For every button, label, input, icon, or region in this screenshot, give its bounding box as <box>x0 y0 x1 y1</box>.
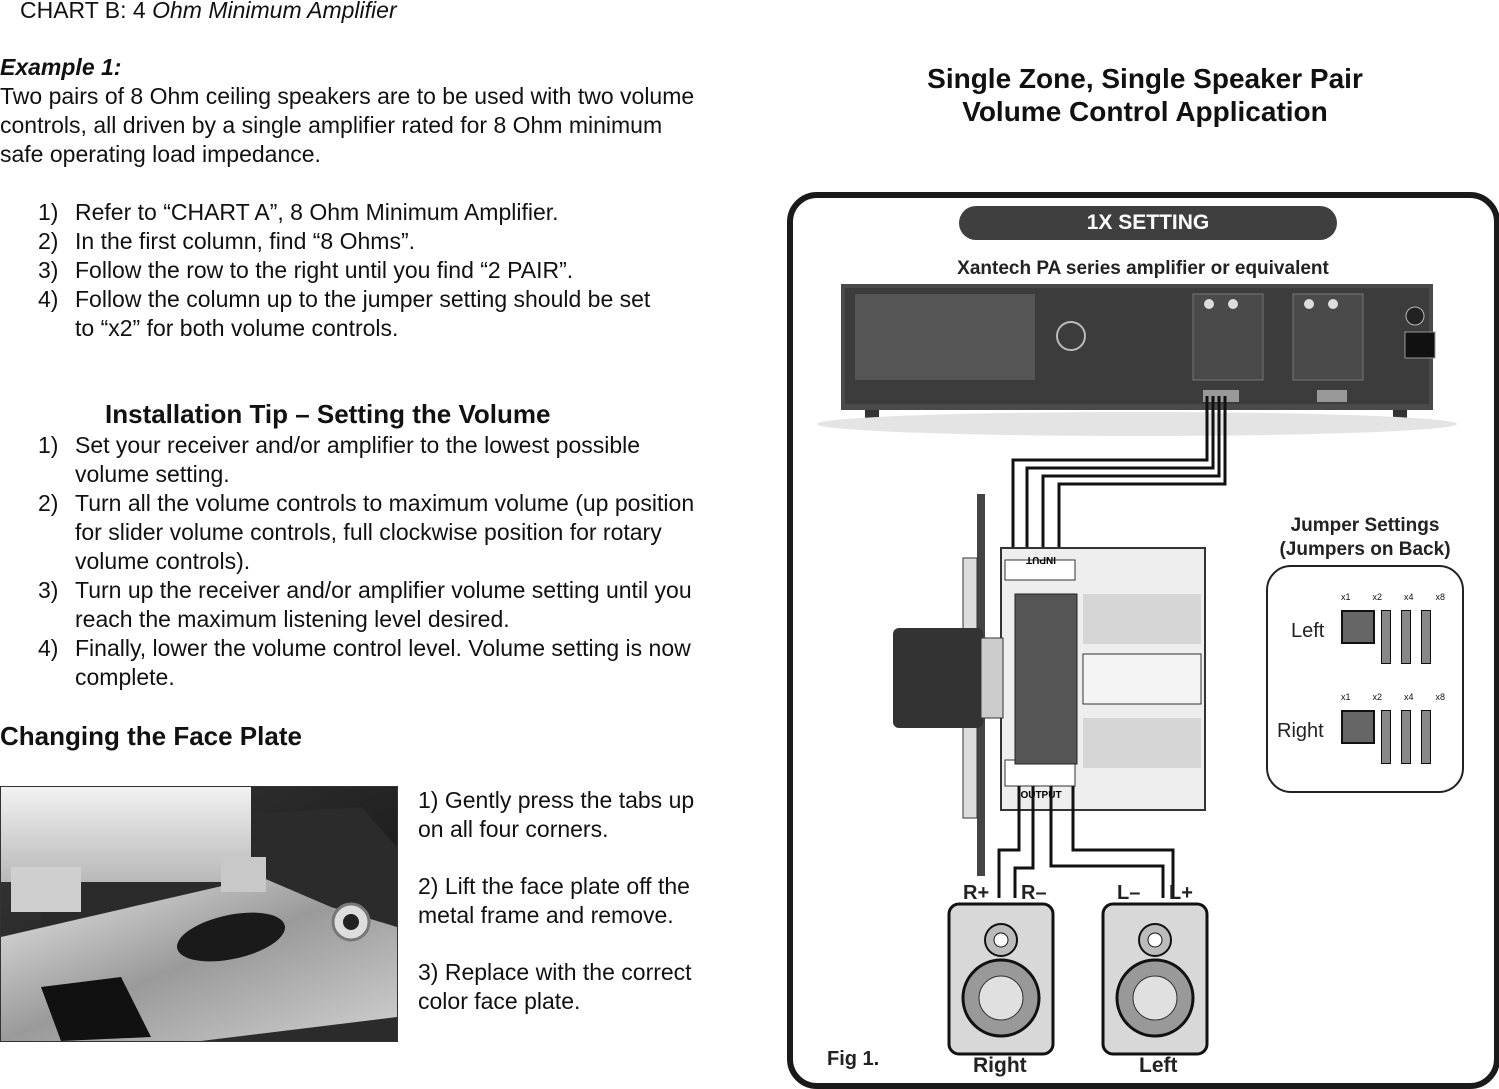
chart-title: Ohm Minimum Amplifier <box>152 0 397 23</box>
speaker-left-label: Left <box>1139 1054 1178 1077</box>
faceplate-photo <box>0 786 398 1042</box>
tip-steps: 1)Set your receiver and/or amplifier to … <box>0 431 705 692</box>
example-heading: Example 1: <box>0 54 122 80</box>
input-wires <box>1011 396 1227 560</box>
volume-control-illustration <box>893 494 1206 876</box>
diagram-frame: 1X SETTING Xantech PA series amplifier o… <box>787 192 1499 1089</box>
jumper-settings-box <box>1266 565 1464 793</box>
jumper-left-label: Left <box>1291 620 1325 642</box>
jumper-title: Jumper Settings (Jumpers on Back) <box>1279 515 1451 560</box>
speaker-left-illustration <box>1101 902 1209 1056</box>
output-wires <box>997 786 1175 898</box>
speaker-right-illustration <box>947 902 1055 1056</box>
terminal-label-r-plus: R+ <box>963 882 990 904</box>
faceplate-step: 1) Gently press the tabs up on all four … <box>418 787 695 842</box>
terminal-label-l-minus: L– <box>1117 882 1141 904</box>
faceplate-step: 2) Lift the face plate off the metal fra… <box>418 873 690 928</box>
terminal-label-r-minus: R– <box>1021 882 1047 904</box>
amplifier-illustration <box>817 284 1457 436</box>
faceplate-heading: Changing the Face Plate <box>0 721 302 751</box>
amp-label: Xantech PA series amplifier or equivalen… <box>957 258 1329 279</box>
speaker-right-label: Right <box>973 1054 1027 1077</box>
input-label: INPUT <box>1026 554 1056 565</box>
list-item: 3)Turn up the receiver and/or amplifier … <box>38 577 692 632</box>
tip-heading: Installation Tip – Setting the Volume <box>105 399 551 429</box>
output-label: OUTPUT <box>1020 790 1062 801</box>
setting-badge: 1X SETTING <box>959 206 1337 240</box>
chart-label: CHART B: 4 <box>20 0 146 23</box>
example-intro: Two pairs of 8 Ohm ceiling speakers are … <box>0 83 695 167</box>
jumper-right-label: Right <box>1277 720 1324 742</box>
list-item: 4)Finally, lower the volume control leve… <box>38 635 691 690</box>
fig-label: Fig 1. <box>827 1048 880 1070</box>
diagram-title: Single Zone, Single Speaker Pair Volume … <box>927 63 1363 127</box>
terminal-label-l-plus: L+ <box>1169 882 1193 904</box>
list-item: 2)Turn all the volume controls to maximu… <box>38 490 695 574</box>
list-item: 4)Follow the column up to the jumper set… <box>38 286 651 341</box>
chart-header: CHART B: 4 Ohm Minimum Amplifier <box>20 0 397 25</box>
wiring-diagram <box>817 284 1464 1056</box>
list-item: 1)Refer to “CHART A”, 8 Ohm Minimum Ampl… <box>38 199 559 225</box>
list-item: 2)In the first column, find “8 Ohms”. <box>38 228 416 254</box>
faceplate-step: 3) Replace with the correct color face p… <box>418 959 692 1014</box>
example-steps: 1)Refer to “CHART A”, 8 Ohm Minimum Ampl… <box>0 198 700 343</box>
list-item: 3)Follow the row to the right until you … <box>38 257 574 283</box>
faceplate-steps: 1) Gently press the tabs up on all four … <box>418 786 708 1016</box>
list-item: 1)Set your receiver and/or amplifier to … <box>38 432 641 487</box>
